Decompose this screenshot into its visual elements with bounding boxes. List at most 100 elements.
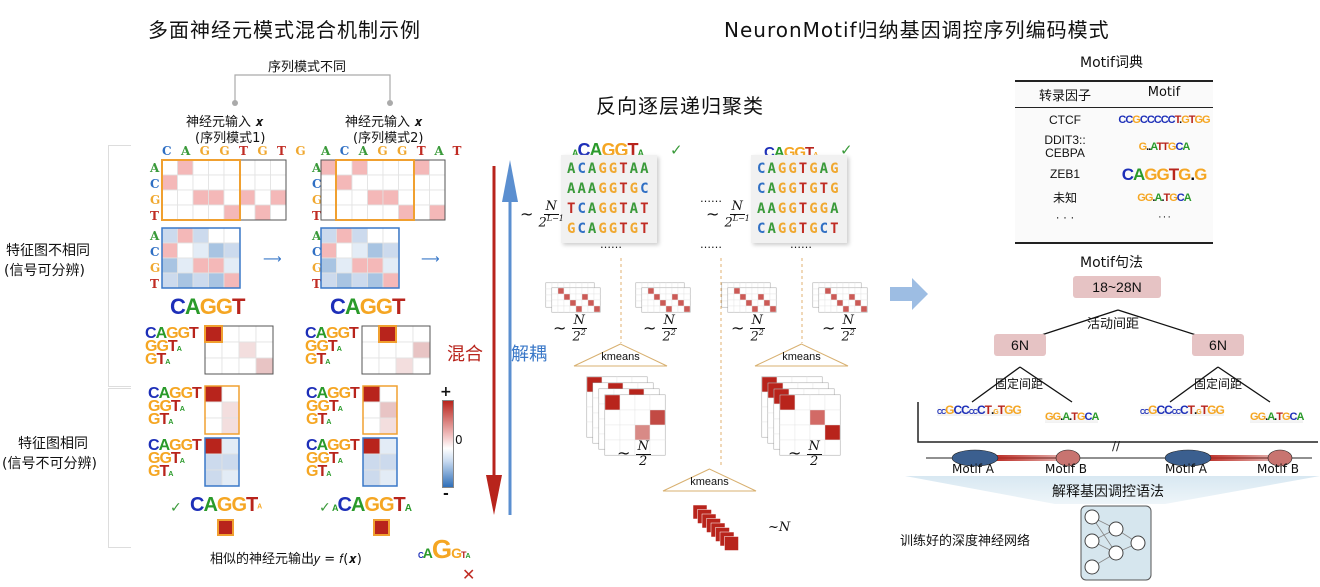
stack-small-2-cell xyxy=(769,305,777,313)
filter2-cell xyxy=(367,257,384,274)
stack-small-3-cell xyxy=(836,299,844,307)
featmap1-cell xyxy=(238,341,257,359)
stack-small-1-cell xyxy=(671,287,679,295)
root-edge-label: 活动间距 xyxy=(1087,317,1140,332)
featmap2-cell xyxy=(412,357,431,375)
stack-mid-right-cell xyxy=(824,409,841,426)
stack-small-0-cell xyxy=(551,299,559,307)
arrow-up-icon xyxy=(502,160,518,202)
featmap1-cell xyxy=(221,341,240,359)
stack-small-3-cell xyxy=(824,293,832,301)
filter2-cell xyxy=(382,257,399,274)
stack-logo: GGTA xyxy=(306,397,343,415)
stack-small-2-cell xyxy=(727,287,735,295)
featmap1-cell xyxy=(221,357,240,375)
filter1-cell xyxy=(161,272,178,289)
stack-small-1-cell xyxy=(671,293,679,301)
onehot2-cell xyxy=(320,174,337,191)
onehot2-cell xyxy=(429,174,446,191)
ellipsis: …… xyxy=(790,238,812,251)
filter1-cell xyxy=(223,227,240,244)
sequence-row: TCAGGTAT xyxy=(567,201,651,217)
stack-logo: CAGGT xyxy=(148,385,202,402)
sequence-row: CAGGTGAG xyxy=(757,161,841,177)
filter2-cell xyxy=(320,242,337,259)
onehot2-cell xyxy=(367,204,384,221)
smallmap0-cell xyxy=(204,401,223,419)
featmap1-cell xyxy=(255,341,274,359)
group2-label: 特征图相同 xyxy=(18,436,88,452)
stack-mid-right-cell xyxy=(794,409,811,426)
stack-mid-right-cell xyxy=(779,424,796,441)
filter2-cell xyxy=(336,227,353,244)
filter2-cell xyxy=(382,272,399,289)
filter2-cell xyxy=(320,272,337,289)
colorbar-plus: + xyxy=(440,384,452,400)
stack-small-1-cell xyxy=(635,300,643,308)
stack-small-1-cell xyxy=(671,305,679,313)
stack-small-0-cell xyxy=(569,299,577,307)
sequence-row: CAGGTGTG xyxy=(757,181,841,197)
stack-mid-left-cell xyxy=(619,394,636,411)
stack-mid-left-cell xyxy=(634,424,651,441)
stack-small-2-cell xyxy=(727,293,735,301)
smallmap-frame xyxy=(362,437,398,487)
stack-small-0-cell xyxy=(587,299,595,307)
smallmap2-cell xyxy=(362,401,381,419)
motif-logo-2: CAGGT xyxy=(330,294,406,319)
stack-small-1-cell xyxy=(665,305,673,313)
neural-network-icon xyxy=(1080,505,1152,581)
stack-logo: GTA xyxy=(305,350,330,368)
onehot2-cell xyxy=(398,204,415,221)
input2-sub: (序列模式2) xyxy=(353,131,424,146)
cluster1-logo: ACAGGTA xyxy=(572,140,644,160)
filter2-cell xyxy=(336,257,353,274)
stack-logo: CAGGT xyxy=(305,325,359,342)
group2-bracket xyxy=(108,388,131,548)
onehot2-cell xyxy=(413,204,430,221)
output-logo-1: CAGGTᴬ xyxy=(190,494,262,516)
stack-small-2-cell xyxy=(769,293,777,301)
dict-header-tf: 转录因子 xyxy=(1038,89,1091,104)
filter1-cell xyxy=(208,272,225,289)
filter1-cell xyxy=(177,257,194,274)
stack-small-2-cell xyxy=(757,293,765,301)
group2-sub: (信号不可分辨) xyxy=(2,456,97,472)
stack-small-2-cell xyxy=(727,305,735,313)
dict-motif-logo: G..ATTGCA xyxy=(1138,140,1191,153)
left-panel-title: 多面神经元模式混合机制示例 xyxy=(148,18,421,42)
stack-small-0-cell xyxy=(593,299,601,307)
stack-small-2-cell xyxy=(739,305,747,313)
onehot2-cell xyxy=(398,189,415,206)
filter2-cell xyxy=(336,272,353,289)
featmap1-cell xyxy=(221,325,240,343)
featmap2-cell xyxy=(412,341,431,359)
stack-small-1-cell xyxy=(665,293,673,301)
stack-small-0-cell xyxy=(545,300,553,308)
stack-small-3-cell xyxy=(842,305,850,313)
stack-small-0-cell xyxy=(593,287,601,295)
stack-small-3-cell xyxy=(812,288,820,296)
dict-tf: 未知 xyxy=(1052,190,1077,205)
onehot2-cell xyxy=(413,174,430,191)
filter1-cell xyxy=(192,227,209,244)
motif-b-ellipse xyxy=(1055,449,1081,467)
stack-small-3-cell xyxy=(818,293,826,301)
stack-small-1-cell xyxy=(653,287,661,295)
check-icon: ✓ xyxy=(840,141,853,159)
stack-small-0-cell xyxy=(569,287,577,295)
check-icon: ✓ xyxy=(170,500,182,516)
stack-small-3-cell xyxy=(836,305,844,313)
stack-small-0-cell xyxy=(581,293,589,301)
stack-small-0-cell xyxy=(581,287,589,295)
stack-small-2-cell xyxy=(757,299,765,307)
filter2-cell xyxy=(367,242,384,259)
stack-small-3-cell xyxy=(854,299,862,307)
stack-small-0-cell xyxy=(563,299,571,307)
stack-logo: CAGGT xyxy=(306,437,360,454)
onehot1-cell xyxy=(161,189,178,206)
interpret-fan xyxy=(905,476,1320,504)
mix-label: 混合 xyxy=(447,344,483,365)
